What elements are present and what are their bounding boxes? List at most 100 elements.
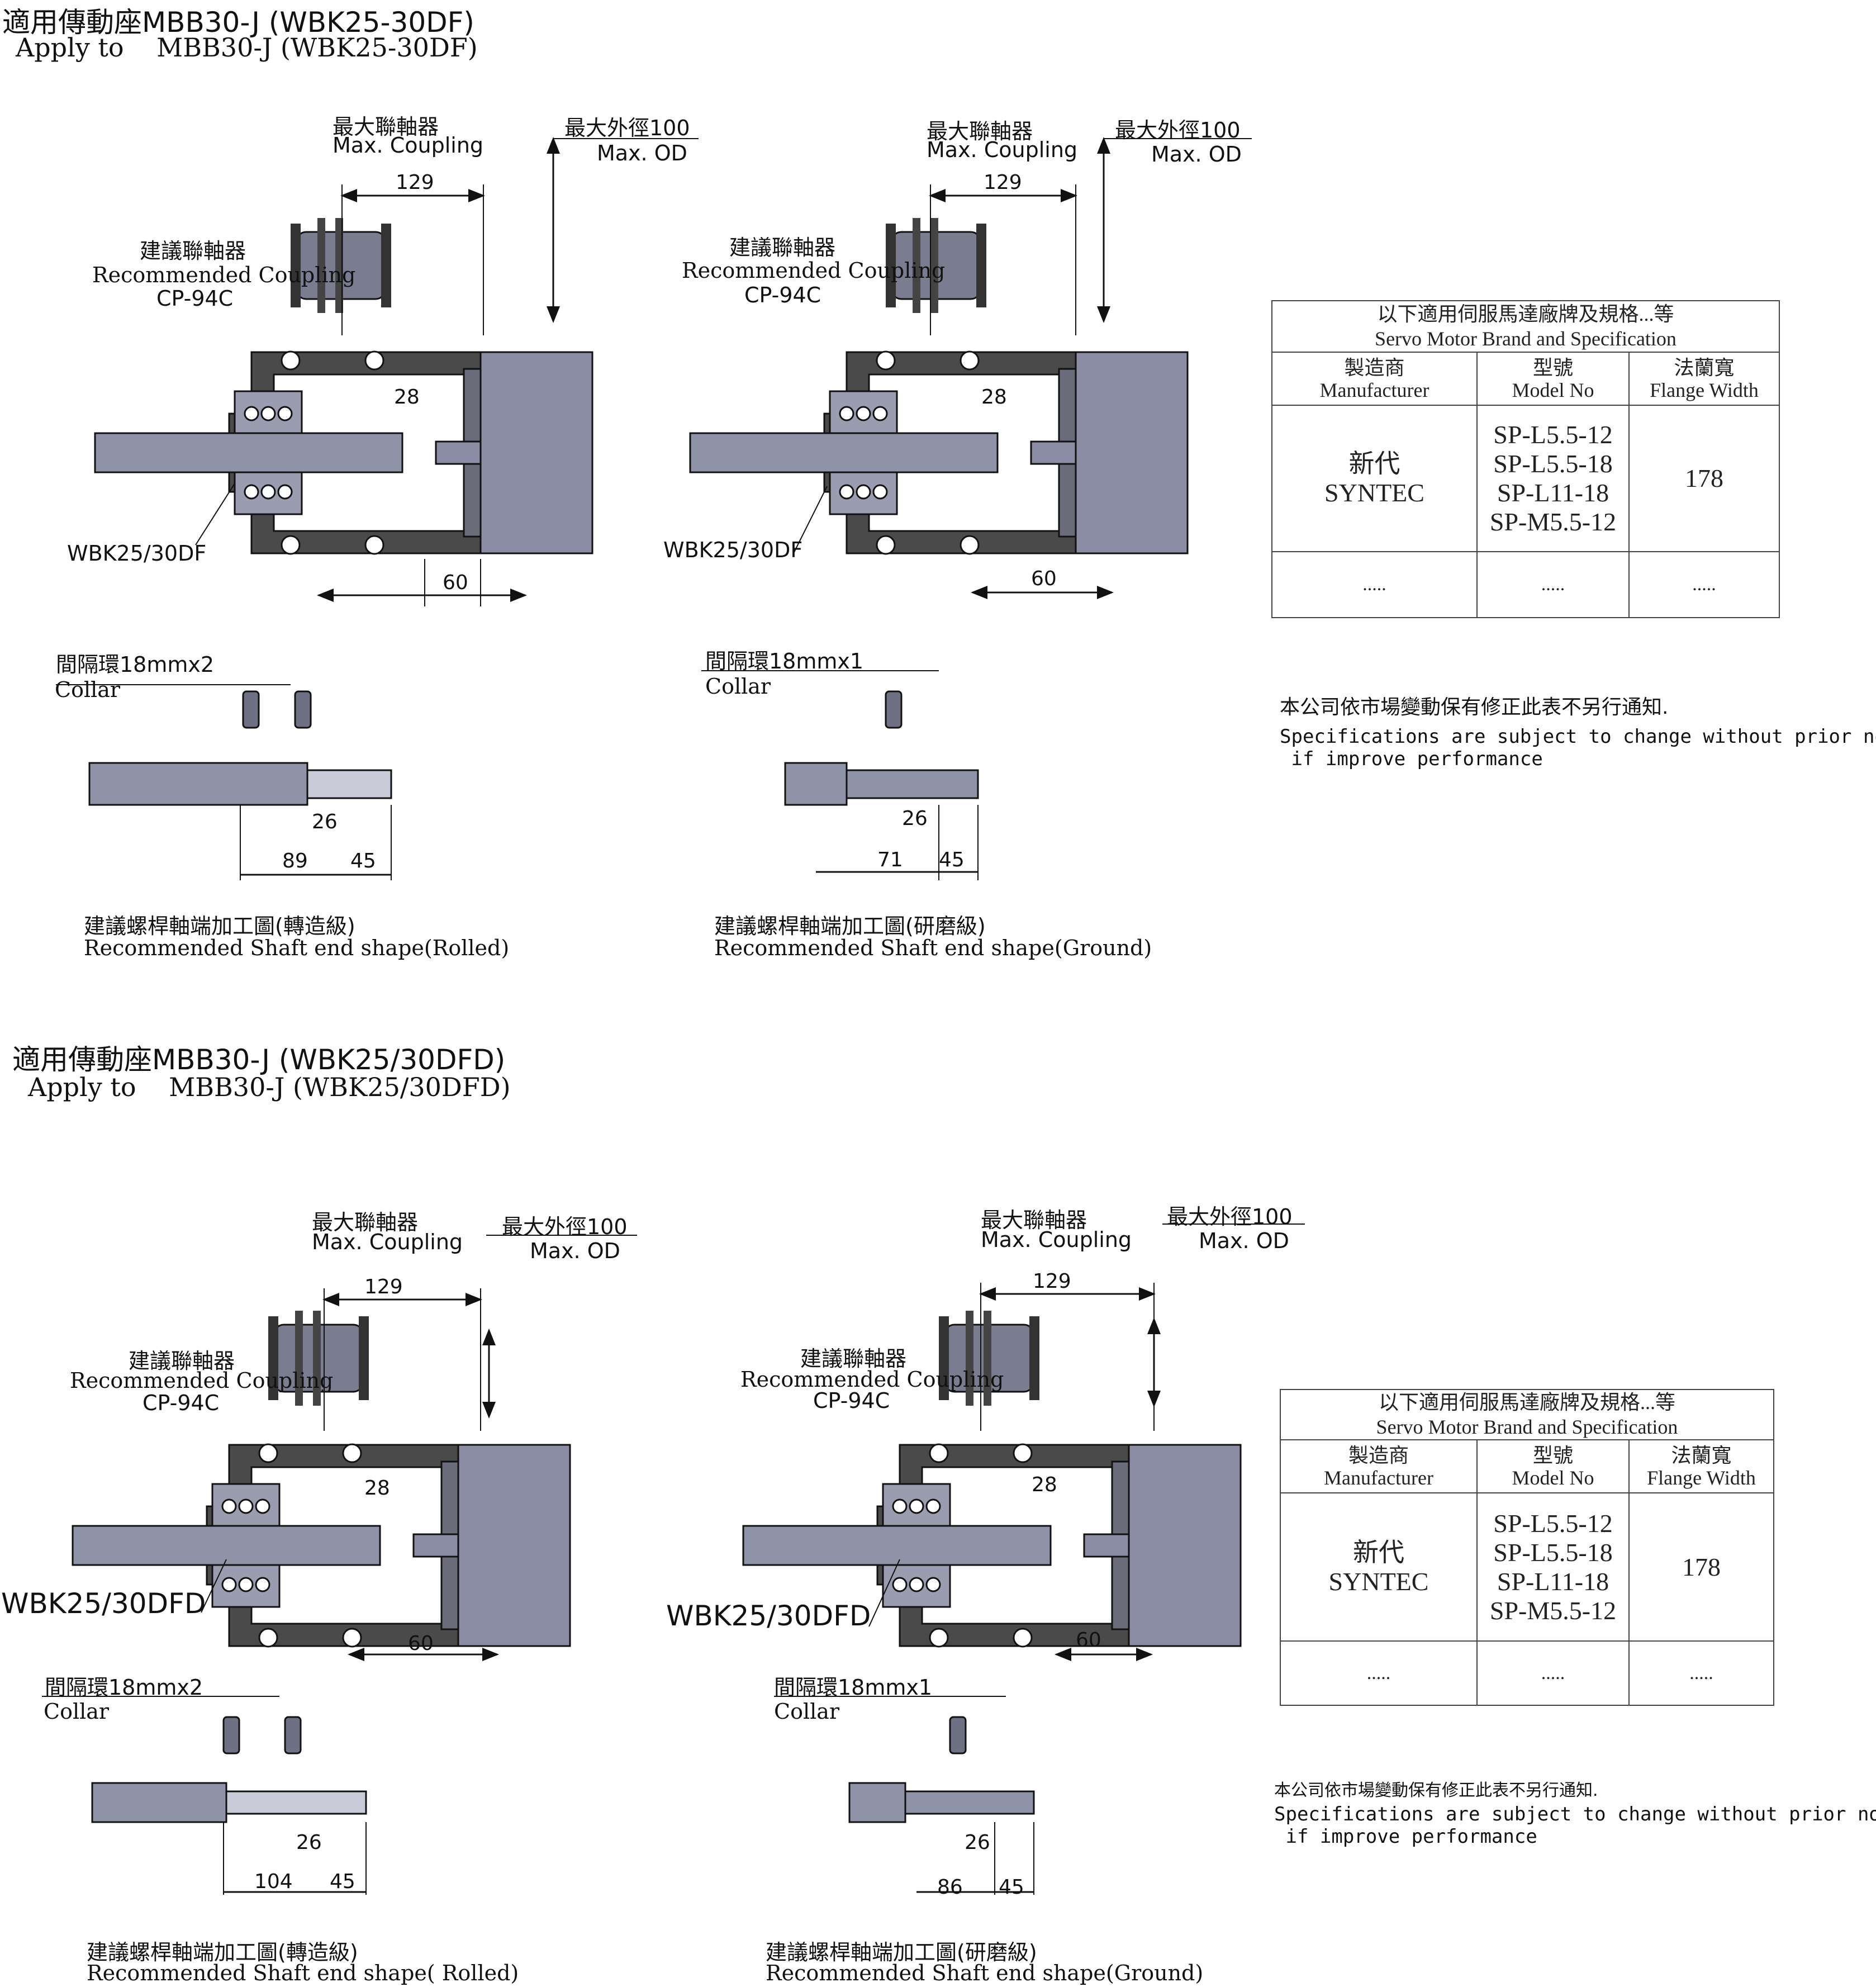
notice-en1-1: Specifications are subject to change wit… xyxy=(1280,725,1876,748)
dim-a-1: 89 xyxy=(282,850,308,872)
notice-en1-2: Specifications are subject to change wit… xyxy=(1274,1803,1876,1825)
header-flange: 法蘭寬 Flange Width xyxy=(1628,352,1780,406)
caption-en-3: Recommended Shaft end shape( Rolled) xyxy=(87,1961,519,1985)
dots: ..... xyxy=(1362,574,1386,595)
max-od-zh-3: 最大外徑100 xyxy=(502,1215,628,1239)
cell-dots: ..... xyxy=(1628,551,1780,618)
header-flange-zh: 法蘭寬 xyxy=(1674,356,1735,379)
dim-60-4: 60 xyxy=(1076,1629,1101,1652)
rec-coupling-en-4: Recommended Coupling xyxy=(740,1367,1004,1392)
max-od-en-3: Max. OD xyxy=(530,1239,620,1263)
notice-en2-1: if improve performance xyxy=(1280,748,1543,770)
rec-coupling-en-2: Recommended Coupling xyxy=(682,258,946,283)
header-flange-en: Flange Width xyxy=(1647,1466,1756,1489)
assembly-drawing-3 xyxy=(42,1235,637,1895)
collar-en-4: Collar xyxy=(774,1699,840,1724)
max-coupling-en-1: Max. Coupling xyxy=(333,133,484,158)
section-2-title-zh: 適用傳動座MBB30-J (WBK25/30DFD) xyxy=(12,1044,506,1076)
notice-zh-2: 本公司依市場變動保有修正此表不另行通知. xyxy=(1274,1781,1598,1800)
collar-zh-3: 間隔環18mmx2 xyxy=(45,1675,203,1700)
collar-zh-1: 間隔環18mmx2 xyxy=(56,652,215,677)
model-2: SP-L5.5-18 xyxy=(1493,1538,1613,1567)
assembly-drawing-4 xyxy=(742,1224,1305,1895)
flange-value: 178 xyxy=(1685,464,1723,492)
table-title-en: Servo Motor Brand and Specification xyxy=(1375,328,1676,350)
model-1: SP-L5.5-12 xyxy=(1493,1509,1613,1538)
dim-28-1: 28 xyxy=(394,386,420,409)
dim-60-1: 60 xyxy=(443,571,468,594)
maker-en: SYNTEC xyxy=(1328,1567,1429,1596)
section-1-title-zh: 適用傳動座MBB30-J (WBK25-30DF) xyxy=(2,6,474,39)
caption-zh-4: 建議螺桿軸端加工圖(研磨級) xyxy=(766,1940,1037,1965)
rec-coupling-zh-2: 建議聯軸器 xyxy=(729,235,836,260)
dots: ..... xyxy=(1366,1662,1391,1684)
dots: ..... xyxy=(1541,574,1565,595)
max-coupling-zh-1: 最大聯軸器 xyxy=(333,115,439,139)
max-coupling-en-3: Max. Coupling xyxy=(312,1230,463,1254)
bearing-label-2: WBK25/30DF xyxy=(663,538,803,562)
coupling-model-3: CP-94C xyxy=(143,1391,220,1415)
header-manufacturer-en: Manufacturer xyxy=(1324,1466,1433,1489)
model-3: SP-L11-18 xyxy=(1497,1567,1609,1596)
dim-26-2: 26 xyxy=(902,807,928,830)
max-coupling-zh-2: 最大聯軸器 xyxy=(927,119,1033,144)
max-od-en-4: Max. OD xyxy=(1199,1229,1289,1253)
dim-28-4: 28 xyxy=(1032,1473,1057,1496)
cell-dots: ..... xyxy=(1628,1640,1774,1706)
section-1-title-en: Apply to MBB30-J (WBK25-30DF) xyxy=(16,32,478,63)
model-2: SP-L5.5-18 xyxy=(1493,449,1613,478)
header-model-en: Model No xyxy=(1512,378,1594,401)
dim-129-2: 129 xyxy=(984,171,1022,194)
collar-en-2: Collar xyxy=(705,674,771,699)
collar-en-3: Collar xyxy=(44,1699,110,1724)
table-row: ..... ..... ..... xyxy=(1280,1640,1774,1706)
header-model-en: Model No xyxy=(1512,1466,1594,1489)
cell-dots: ..... xyxy=(1280,1640,1478,1706)
header-flange: 法蘭寬 Flange Width xyxy=(1628,1439,1774,1493)
dim-a-4: 86 xyxy=(937,1876,963,1899)
header-model: 型號 Model No xyxy=(1476,1439,1630,1493)
dim-28-2: 28 xyxy=(981,386,1007,409)
table-title-cell: 以下適用伺服馬達廠牌及規格...等 Servo Motor Brand and … xyxy=(1280,1389,1774,1440)
cell-models: SP-L5.5-12 SP-L5.5-18 SP-L11-18 SP-M5.5-… xyxy=(1476,1492,1630,1642)
dim-b-3: 45 xyxy=(330,1870,355,1893)
rec-coupling-zh-4: 建議聯軸器 xyxy=(800,1346,907,1371)
table-title-cell: 以下適用伺服馬達廠牌及規格...等 Servo Motor Brand and … xyxy=(1271,300,1780,353)
dim-26-4: 26 xyxy=(965,1831,990,1854)
dim-60-2: 60 xyxy=(1031,567,1057,590)
header-manufacturer: 製造商 Manufacturer xyxy=(1280,1439,1478,1493)
rec-coupling-zh-1: 建議聯軸器 xyxy=(140,239,246,263)
dim-a-3: 104 xyxy=(254,1870,293,1893)
dots: ..... xyxy=(1692,574,1716,595)
coupling-model-1: CP-94C xyxy=(156,286,234,311)
cell-dots: ..... xyxy=(1476,551,1630,618)
header-manufacturer-zh: 製造商 xyxy=(1344,356,1405,379)
dim-b-1: 45 xyxy=(350,850,376,872)
header-manufacturer: 製造商 Manufacturer xyxy=(1271,352,1478,406)
coupling-model-4: CP-94C xyxy=(813,1388,890,1413)
flange-value: 178 xyxy=(1682,1552,1721,1581)
max-coupling-en-2: Max. Coupling xyxy=(927,137,1078,162)
header-manufacturer-zh: 製造商 xyxy=(1348,1444,1409,1467)
header-flange-en: Flange Width xyxy=(1650,378,1759,401)
dim-28-3: 28 xyxy=(364,1477,390,1500)
caption-zh-1: 建議螺桿軸端加工圖(轉造級) xyxy=(84,914,355,938)
max-coupling-zh-4: 最大聯軸器 xyxy=(981,1208,1087,1232)
max-coupling-zh-3: 最大聯軸器 xyxy=(312,1210,419,1235)
cell-dots: ..... xyxy=(1271,551,1478,618)
table-row: 新代 SYNTEC SP-L5.5-12 SP-L5.5-18 SP-L11-1… xyxy=(1271,405,1780,552)
collar-zh-2: 間隔環18mmx1 xyxy=(705,649,864,674)
dots: ..... xyxy=(1541,1662,1565,1684)
assembly-drawing-2 xyxy=(689,137,1252,880)
collar-zh-4: 間隔環18mmx1 xyxy=(774,1675,933,1700)
table-title-zh: 以下適用伺服馬達廠牌及規格...等 xyxy=(1378,1391,1675,1414)
header-model: 型號 Model No xyxy=(1476,352,1630,406)
max-coupling-en-4: Max. Coupling xyxy=(981,1227,1132,1252)
rec-coupling-zh-3: 建議聯軸器 xyxy=(129,1349,235,1373)
dim-b-2: 45 xyxy=(939,848,965,871)
cell-dots: ..... xyxy=(1476,1640,1630,1706)
caption-en-2: Recommended Shaft end shape(Ground) xyxy=(714,936,1152,960)
dim-26-3: 26 xyxy=(296,1831,322,1854)
cell-flange: 178 xyxy=(1628,1492,1774,1642)
bearing-label-1: WBK25/30DF xyxy=(67,541,207,566)
